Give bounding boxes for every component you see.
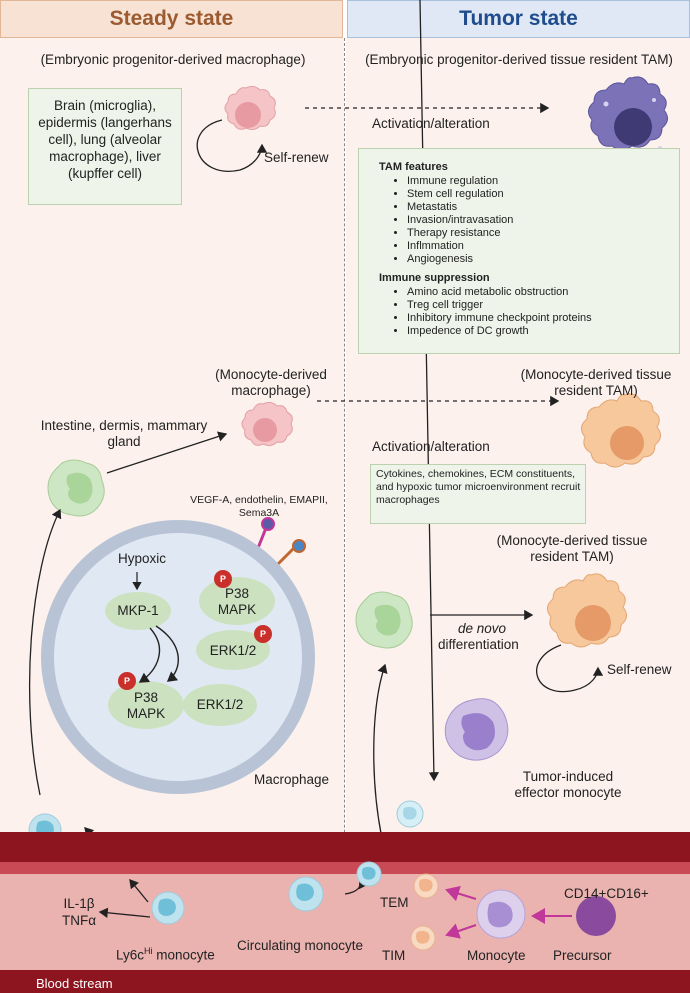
steady-self-renew-label: Self-renew [264, 150, 329, 165]
tam-feature-item: Stem cell regulation [407, 188, 675, 201]
macrophage-large-cell [41, 520, 315, 794]
ly6c-monocyte-icon [151, 891, 185, 925]
tem-cell-icon [413, 873, 439, 899]
self-renew-arrow-right [536, 644, 604, 693]
phospho-p38-bottom [118, 672, 136, 690]
suppression-item: Impedence of DC growth [407, 325, 675, 338]
tumor-activation-label-2: Activation/alteration [372, 439, 490, 454]
tumor-activation-label-1: Activation/alteration [372, 116, 490, 131]
steady-tissues-box: Brain (microglia), epidermis (langerhans… [28, 88, 182, 205]
tumor-embryonic-caption: (Embryonic progenitor-derived tissue res… [365, 52, 673, 67]
ly6c-monocyte-label: Ly6cHi monocyte [116, 946, 215, 963]
precursor-label: Precursor [553, 948, 612, 963]
circulating-monocyte-label: Circulating monocyte [237, 938, 364, 953]
tumor-self-renew-label: Self-renew [607, 662, 672, 677]
blue-monocyte-right-top-icon [396, 800, 424, 828]
suppression-item: Inhibitory immune checkpoint proteins [407, 312, 675, 325]
tim-cell-icon [410, 925, 436, 951]
mkp1-node [105, 592, 171, 630]
p38-bottom-label: P38 MAPK [126, 690, 166, 721]
tam-feature-item: Therapy resistance [407, 227, 675, 240]
erk-top-node [196, 630, 270, 670]
receptor-icons [254, 517, 306, 568]
effector-monocyte-icon [444, 698, 509, 761]
embryonic-macrophage-icon [224, 85, 276, 131]
suppression-item: Treg cell trigger [407, 299, 675, 312]
tem-label: TEM [380, 895, 409, 910]
upward-arrow-left [28, 508, 62, 796]
phospho-label: P [259, 629, 266, 639]
panel-divider [344, 38, 345, 993]
il1b-label: IL-1β [63, 896, 95, 911]
tam-feature-item: Invasion/intravasation [407, 214, 675, 227]
tam-feature-item: Immune regulation [407, 175, 675, 188]
tumor-monocyte-caption-1: (Monocyte-derived tissue resident TAM) [520, 367, 672, 398]
phospho-label: P [123, 676, 130, 686]
orange-tam-bottom-icon [547, 573, 627, 648]
tam-features-list: Immune regulation Stem cell regulation M… [379, 175, 675, 266]
monocyte-derived-macrophage-icon [241, 401, 293, 447]
phospho-p38-top [214, 570, 232, 588]
p38-top-label: P38 MAPK [217, 586, 257, 617]
phospho-erk-top [254, 625, 272, 643]
erk-bottom-label: ERK1/2 [196, 697, 244, 712]
de-novo-label: de novo [458, 621, 507, 636]
p38-top-node [199, 577, 275, 625]
effector-monocyte-label: Tumor-induced effector monocyte [514, 769, 622, 800]
recruit-text: Cytokines, chemokines, ECM constituents,… [376, 468, 581, 506]
tam-feature-item: Metastatis [407, 201, 675, 214]
steady-signals-label: VEGF-A, endothelin, EMAPII, Sema3A [190, 494, 328, 519]
monocyte-label: Monocyte [467, 948, 526, 963]
steady-monocyte-caption: (Monocyte-derived macrophage) [215, 367, 327, 398]
cd14-cd16-label: CD14+CD16+ [564, 886, 649, 901]
immune-suppression-list: Amino acid metabolic obstruction Treg ce… [379, 286, 675, 338]
cd14-cd16-monocyte-icon [476, 889, 526, 939]
steady-state-header: Steady state [0, 0, 343, 38]
arrow-to-macrophage [106, 431, 228, 474]
purple-tam-icon [588, 76, 668, 151]
erk-bottom-node [183, 684, 257, 726]
erk-top-label: ERK1/2 [209, 643, 257, 658]
tam-feature-item: Angiogenesis [407, 253, 675, 266]
tam-feature-item: Inflmmation [407, 240, 675, 253]
macrophage-label: Macrophage [254, 772, 330, 787]
differentiation-label: differentiation [438, 637, 519, 652]
phospho-label: P [219, 574, 226, 584]
blood-stream-graphic [0, 832, 690, 993]
tim-label: TIM [382, 948, 406, 963]
recruit-box: Cytokines, chemokines, ECM constituents,… [370, 464, 586, 524]
precursor-icon [576, 896, 616, 936]
immune-suppression-title: Immune suppression [379, 272, 490, 284]
mkp1-label: MKP-1 [117, 603, 159, 618]
green-monocyte-right-icon [355, 591, 413, 649]
hypoxic-label: Hypoxic [118, 551, 167, 566]
tam-features-title: TAM features [379, 161, 448, 173]
extravasating-monocyte-icon [356, 861, 382, 887]
orange-tam-top-icon [581, 393, 661, 468]
steady-tissues-text: Brain (microglia), epidermis (langerhans… [38, 98, 172, 181]
circulating-monocyte-icon [288, 876, 324, 912]
tam-features-box: TAM features Immune regulation Stem cell… [358, 148, 680, 354]
self-renew-arrow-left [196, 119, 268, 172]
steady-intestine-label: Intestine, dermis, mammary gland [40, 418, 208, 449]
blood-stream-label: Blood stream [36, 976, 113, 991]
steady-embryonic-caption: (Embryonic progenitor-derived macrophage… [40, 52, 306, 67]
suppression-item: Amino acid metabolic obstruction [407, 286, 675, 299]
tumor-monocyte-caption-2: (Monocyte-derived tissue resident TAM) [496, 533, 648, 564]
tnfa-label: TNFα [61, 913, 97, 928]
p38-bottom-node [108, 681, 184, 729]
tumor-state-header: Tumor state [347, 0, 690, 38]
upward-arrow-right [373, 663, 388, 853]
green-monocyte-left-icon [47, 459, 105, 517]
